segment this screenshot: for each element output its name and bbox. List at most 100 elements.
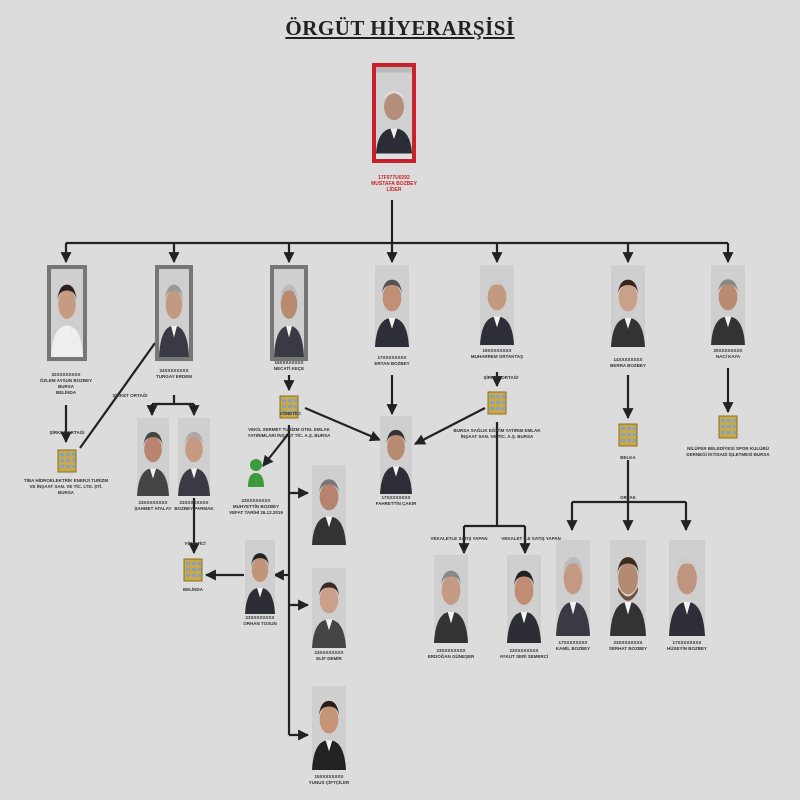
- person-caption-line: 23XXXXXXXX: [509, 648, 539, 653]
- person-caption-line: 23XXXXXXXX: [245, 615, 275, 620]
- company-building-icon: [717, 414, 739, 440]
- person-photo: [178, 418, 210, 496]
- person-caption-line: KAMİL BOZBEY: [555, 646, 591, 651]
- person-caption-line: ORHAN TOSUN: [243, 621, 277, 626]
- person-caption-line: MUHARREM ORTAKTAŞ: [470, 354, 524, 359]
- relation-label: ŞİRKET ORTAĞI: [112, 393, 148, 398]
- person-caption-line: BERRA BOZBEY: [610, 363, 646, 368]
- person-caption-line: 19XXXXXXXX: [482, 348, 512, 353]
- person-photo: [47, 265, 87, 361]
- person-photo: [556, 540, 590, 636]
- person-caption-line: NECATİ KEÇE: [273, 366, 305, 371]
- person-caption-line: 32XXXXXXXX: [51, 372, 81, 377]
- person-photo: [375, 265, 409, 347]
- company-building-icon: [182, 557, 204, 583]
- person-caption-line: 23XXXXXXXX: [436, 648, 466, 653]
- person-caption-line: 23XXXXXXXX: [138, 500, 168, 505]
- person-caption-line: SERHAT BOZBEY: [608, 646, 648, 651]
- person-photo: [270, 265, 308, 361]
- company-building-icon: [56, 448, 78, 474]
- person-photo: [480, 265, 514, 345]
- person-caption-line: ELİF DEMİR: [316, 656, 342, 661]
- person-caption-line: 17XXXXXXXX: [381, 495, 411, 500]
- relation-label: YÖNETİCİ: [279, 411, 301, 416]
- person-caption-line: 17XXXXXXXX: [377, 355, 407, 360]
- person-caption-line: ERTAN BOZBEY: [374, 361, 410, 366]
- person-caption-line: YUNUS ÇİFTÇİLER: [308, 780, 350, 785]
- person-caption-line: ÖZLEM AYSUN BOZBEY: [39, 378, 93, 383]
- person-photo: [380, 416, 412, 494]
- relation-label: VEKALET İLE SATIŞ YAPAN: [501, 536, 561, 541]
- company-building-icon: [486, 390, 508, 416]
- person-caption-line: 15XXXXXXXX: [314, 774, 344, 779]
- person-photo: [245, 540, 275, 614]
- person-photo: [610, 540, 646, 636]
- company-label: BURSA SAĞLIK EĞİTİM YATIRIM EMLAK İNŞAAT…: [453, 428, 541, 439]
- relation-label: ŞİRKET ORTAĞI: [483, 375, 519, 380]
- person-photo: [312, 568, 346, 648]
- company-label: NİLÜFER BELEDİYESİ SPOR KULÜBÜ DERNEĞİ İ…: [686, 446, 770, 457]
- person-caption-line: 23XXXXXXXX: [314, 650, 344, 655]
- person-photo: [312, 686, 346, 770]
- person-caption-line: AYKUT SERİ SEMERCİ: [499, 654, 549, 659]
- person-caption-line: MUHYETTİN BOZBEY: [232, 504, 280, 509]
- company-building-icon: [278, 394, 300, 420]
- person-caption-line: TURGAY ERDEM: [155, 374, 192, 379]
- person-caption-line: BURSA: [57, 384, 74, 389]
- person-photo: [312, 465, 346, 545]
- relation-label: YÖNETİCİ: [184, 541, 206, 546]
- person-caption-line: BOZBEY PARMAK: [174, 506, 214, 511]
- person-caption-line: 24XXXXXXXX: [159, 368, 189, 373]
- person-photo: [155, 265, 193, 361]
- person-icon: [248, 457, 264, 487]
- person-photo: [669, 540, 705, 636]
- leader-photo: [372, 63, 416, 163]
- person-caption-line: FAHRETTİN ÇAKIR: [375, 501, 417, 506]
- company-building-icon: [617, 422, 639, 448]
- company-label: BELKA: [620, 455, 636, 460]
- person-photo: [507, 555, 541, 643]
- person-photo: [434, 555, 468, 643]
- person-caption-line: 23XXXXXXXX: [179, 500, 209, 505]
- person-caption-line: 17XXXXXXXX: [558, 640, 588, 645]
- person-caption-line: BELİNDA: [56, 390, 76, 395]
- person-caption-line: HÜSEYİN BOZBEY: [666, 646, 707, 651]
- person-caption-line: 20XXXXXXXX: [713, 348, 743, 353]
- page-title: ÖRGÜT HİYERARŞİSİ: [285, 16, 515, 40]
- person-caption-line: ERDOĞAN GÜNEŞER: [427, 654, 475, 659]
- person-caption-line: 15XXXXXXXX: [274, 360, 304, 365]
- company-label: BELİNDA: [183, 587, 203, 592]
- person-caption-line: 23XXXXXXXX: [613, 640, 643, 645]
- person-caption-line: 23XXXXXXXX: [241, 498, 271, 503]
- company-label: TİBA HİDROELEKTRİK ENERJİ TURİZM ve İNŞA…: [23, 478, 109, 495]
- relation-label: VEKALETLE SATIŞ YAPAN: [430, 536, 488, 541]
- relation-label: ŞİRKET ORTAĞI: [49, 430, 85, 435]
- person-caption-line: VEFAT TARİHİ 26.12.2019: [229, 510, 283, 515]
- company-label: VEKİL SERMET TURİZM OTEL EMLAK YATIRIMLA…: [247, 427, 331, 438]
- person-photo: [611, 265, 645, 347]
- person-caption-line: 17XXXXXXXX: [672, 640, 702, 645]
- person-caption-line: ŞAHMET ATALAY: [134, 506, 172, 511]
- person-photo: [711, 265, 745, 345]
- person-photo: [137, 418, 169, 496]
